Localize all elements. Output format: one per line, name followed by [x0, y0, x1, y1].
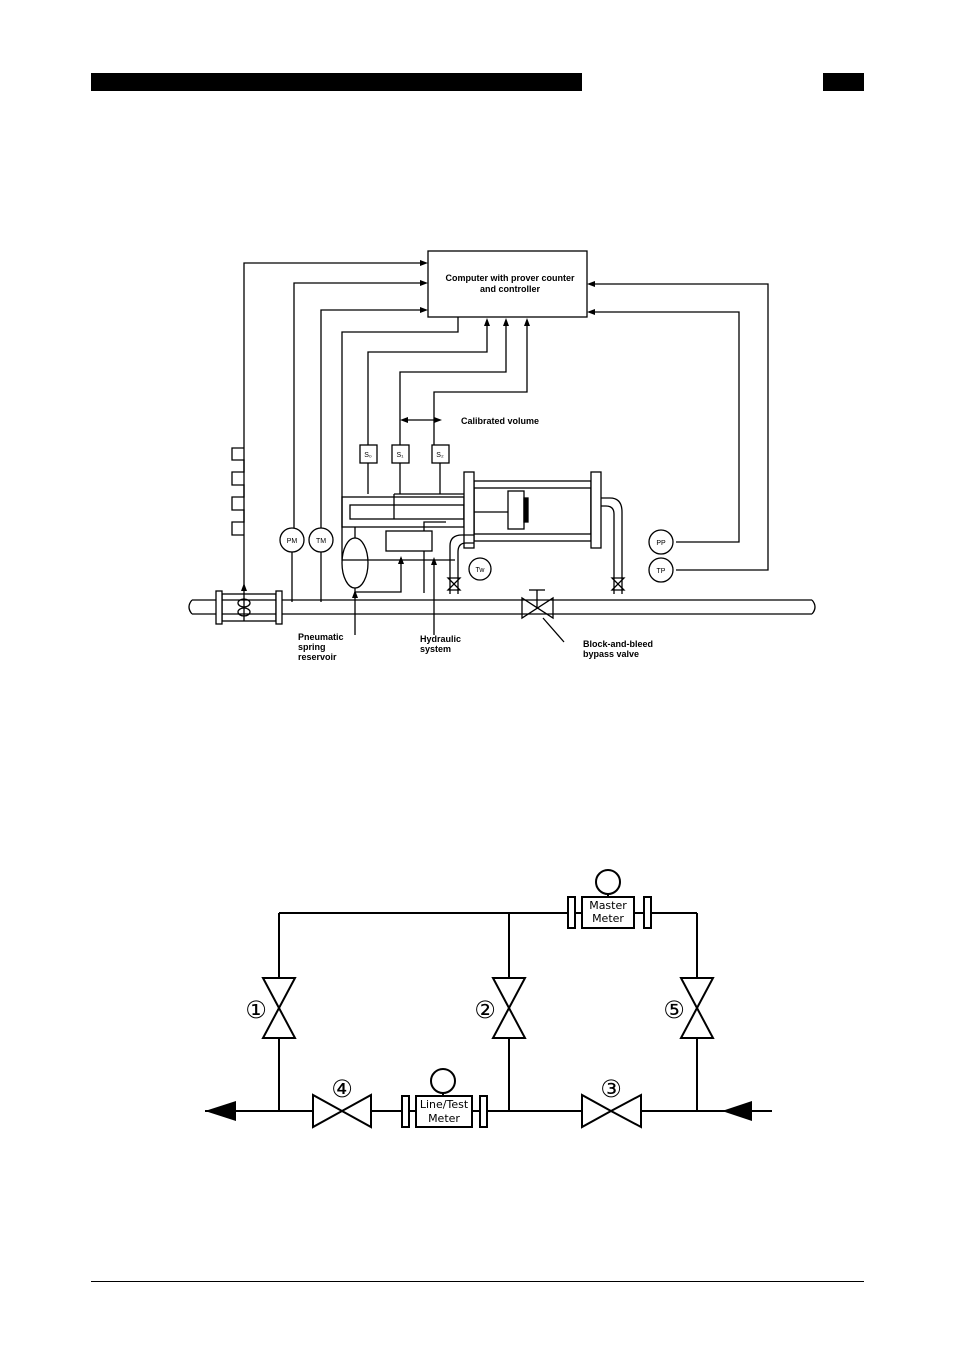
test-meter-label-2: Meter — [428, 1112, 460, 1125]
outlet-arrow — [205, 1101, 236, 1121]
valve-4-label: ④ — [331, 1075, 353, 1103]
valve-1-label: ① — [245, 996, 267, 1024]
valve-1 — [263, 978, 295, 1038]
valve-2-label: ② — [474, 996, 496, 1024]
test-meter-register — [431, 1069, 455, 1093]
footer-rule — [91, 1281, 864, 1282]
valve-5-label: ⑤ — [663, 996, 685, 1024]
master-meter-register — [596, 870, 620, 894]
test-meter-label-1: Line/Test — [420, 1098, 469, 1111]
inlet-arrow — [722, 1101, 752, 1121]
valve-2 — [493, 978, 525, 1038]
valve-5 — [681, 978, 713, 1038]
valve-3-label: ③ — [600, 1075, 622, 1103]
master-meter-label-2: Meter — [592, 912, 624, 925]
master-meter-label-1: Master — [589, 899, 627, 912]
